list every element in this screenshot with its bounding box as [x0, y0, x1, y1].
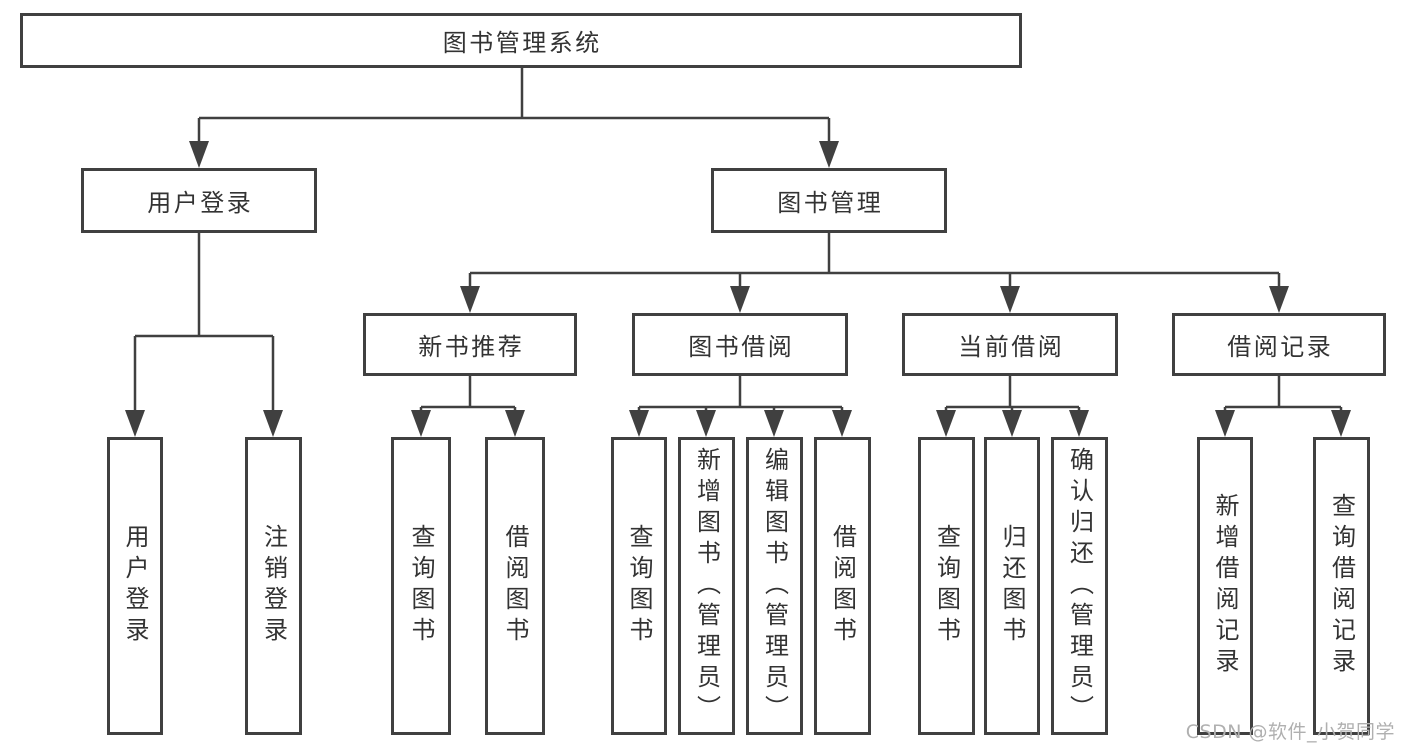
- node-label: 新书推荐: [418, 333, 525, 361]
- arrow-down-icon: [263, 410, 283, 437]
- tree-edges: [133, 68, 1343, 416]
- leaf-query-books-borrowing: 查询图书: [611, 437, 667, 735]
- leaf-confirm-return-admin: 确认归还（管理员）: [1051, 437, 1108, 735]
- leaf-add-borrow-record: 新增借阅记录: [1197, 437, 1253, 735]
- arrow-down-icon: [1215, 410, 1235, 437]
- arrow-down-icon: [1000, 286, 1020, 313]
- node-book-borrowing: 图书借阅: [632, 313, 848, 376]
- node-label: 新增借阅记录: [1211, 493, 1239, 679]
- node-user-login: 用户登录: [81, 168, 317, 233]
- node-label: 用户登录: [147, 189, 254, 217]
- leaf-return-books: 归还图书: [984, 437, 1040, 735]
- arrow-down-icon: [832, 410, 852, 437]
- node-book-management: 图书管理: [711, 168, 947, 233]
- leaf-query-books-recommend: 查询图书: [391, 437, 451, 735]
- arrow-down-icon: [1269, 286, 1289, 313]
- arrow-down-icon: [1331, 410, 1351, 437]
- node-label: 借阅图书: [501, 524, 529, 648]
- node-label: 确认归还（管理员）: [1065, 446, 1094, 726]
- node-label: 新增图书（管理员）: [692, 446, 721, 726]
- csdn-watermark: CSDN @软件_小贺同学: [1185, 721, 1395, 743]
- node-label: 图书借阅: [688, 333, 795, 361]
- node-label: 查询图书: [407, 524, 435, 648]
- leaf-borrow-books-recommend: 借阅图书: [485, 437, 545, 735]
- node-current-borrowing: 当前借阅: [902, 313, 1118, 376]
- arrow-down-icon: [936, 410, 956, 437]
- leaf-logout: 注销登录: [245, 437, 302, 735]
- node-new-book-recommend: 新书推荐: [363, 313, 577, 376]
- leaf-query-books-current: 查询图书: [918, 437, 975, 735]
- node-label: 用户登录: [121, 524, 149, 648]
- arrow-down-icon: [1069, 410, 1089, 437]
- arrow-down-icon: [125, 410, 145, 437]
- arrow-down-icon: [819, 141, 839, 168]
- arrow-down-icon: [505, 410, 525, 437]
- arrowheads: [125, 141, 1351, 437]
- arrow-down-icon: [1002, 410, 1022, 437]
- node-label: 查询图书: [932, 524, 961, 648]
- node-label: 图书管理: [777, 189, 884, 217]
- node-label: 当前借阅: [958, 333, 1065, 361]
- node-label: 借阅图书: [828, 524, 857, 648]
- node-root-system: 图书管理系统: [20, 13, 1022, 68]
- leaf-user-login: 用户登录: [107, 437, 163, 735]
- node-label: 编辑图书（管理员）: [760, 446, 789, 726]
- leaf-query-borrow-record: 查询借阅记录: [1313, 437, 1370, 735]
- leaf-add-book-admin: 新增图书（管理员）: [678, 437, 735, 735]
- arrow-down-icon: [629, 410, 649, 437]
- arrow-down-icon: [696, 410, 716, 437]
- node-borrowing-records: 借阅记录: [1172, 313, 1386, 376]
- node-label: 查询图书: [625, 524, 653, 648]
- arrow-down-icon: [411, 410, 431, 437]
- node-label: 查询借阅记录: [1327, 493, 1356, 679]
- arrow-down-icon: [730, 286, 750, 313]
- arrow-down-icon: [189, 141, 209, 168]
- leaf-edit-book-admin: 编辑图书（管理员）: [746, 437, 803, 735]
- arrow-down-icon: [460, 286, 480, 313]
- node-label: 归还图书: [998, 524, 1026, 648]
- node-label: 注销登录: [259, 524, 288, 648]
- node-label: 图书管理系统: [442, 29, 602, 57]
- arrow-down-icon: [764, 410, 784, 437]
- node-label: 借阅记录: [1227, 333, 1334, 361]
- leaf-borrow-books-borrowing: 借阅图书: [814, 437, 871, 735]
